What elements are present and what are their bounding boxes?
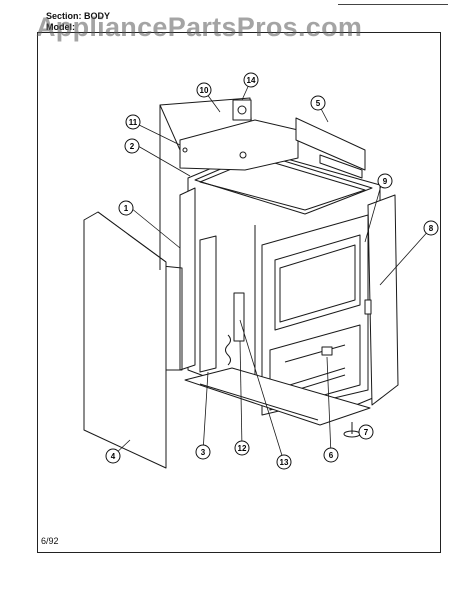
- svg-text:8: 8: [429, 224, 434, 233]
- valve-fitting: [232, 99, 252, 121]
- callout-12: 12: [234, 440, 250, 456]
- svg-text:12: 12: [238, 444, 247, 453]
- svg-text:10: 10: [200, 86, 209, 95]
- model-label: Model:: [46, 22, 75, 32]
- callout-1: 1: [118, 200, 134, 216]
- model-header: Model:: [46, 22, 75, 32]
- rear-top-panel: [159, 97, 299, 270]
- callout-4: 4: [105, 448, 121, 464]
- callout-11: 11: [125, 114, 141, 130]
- callout-10: 10: [196, 82, 212, 98]
- svg-text:3: 3: [201, 448, 206, 457]
- callout-14: 14: [243, 72, 259, 88]
- svg-text:14: 14: [247, 76, 256, 85]
- callout-6: 6: [323, 447, 339, 463]
- svg-text:5: 5: [316, 99, 321, 108]
- callout-13: 13: [276, 454, 292, 470]
- loose-side-panel: [83, 211, 167, 469]
- watermark-text: AppliancePartsPros.com: [36, 12, 363, 42]
- callout-8: 8: [423, 220, 439, 236]
- svg-text:2: 2: [130, 142, 135, 151]
- hinge-assembly: [225, 292, 245, 366]
- svg-text:6: 6: [329, 451, 334, 460]
- svg-text:13: 13: [280, 458, 289, 467]
- oven-door-opening: [261, 214, 369, 416]
- section-value: BODY: [84, 11, 111, 21]
- section-label: Section:: [46, 11, 82, 21]
- callout-3: 3: [195, 444, 211, 460]
- insulation-strip: [199, 235, 217, 373]
- diagram-frame: [37, 32, 441, 553]
- bottom-pan: [184, 367, 371, 426]
- callout-9: 9: [377, 173, 393, 189]
- latch-pieces: [321, 299, 372, 356]
- top-rule: [338, 4, 448, 5]
- svg-text:11: 11: [129, 118, 138, 127]
- revision-date: 6/92: [41, 536, 59, 546]
- callout-markers: 1 2 3 4 5 6 7 8 9 10 11 12 13 14: [105, 72, 439, 470]
- svg-text:9: 9: [383, 177, 388, 186]
- right-rear-trim: [295, 117, 366, 179]
- callout-7: 7: [358, 424, 374, 440]
- svg-text:7: 7: [364, 428, 369, 437]
- section-header: Section: BODY: [46, 11, 110, 21]
- svg-text:4: 4: [111, 452, 116, 461]
- svg-text:1: 1: [124, 204, 129, 213]
- callout-5: 5: [310, 95, 326, 111]
- left-side-panel: [161, 187, 196, 371]
- callout-2: 2: [124, 138, 140, 154]
- leveling-leg: [343, 422, 361, 438]
